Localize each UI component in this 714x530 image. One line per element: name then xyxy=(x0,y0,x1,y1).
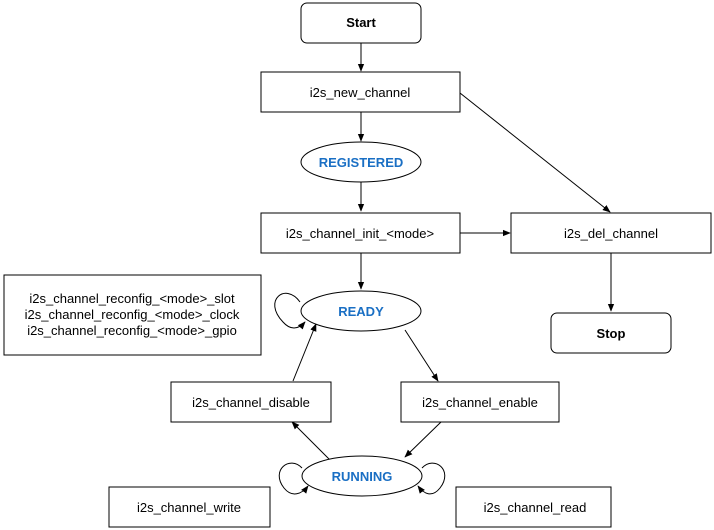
node-read: i2s_channel_read xyxy=(455,486,612,528)
node-new-channel: i2s_new_channel xyxy=(260,71,461,113)
edge-ready-self-loop xyxy=(274,292,306,330)
edge-disable-to-ready xyxy=(292,323,317,382)
node-registered: REGISTERED xyxy=(300,141,422,183)
running-label: RUNNING xyxy=(332,469,393,484)
stop-label: Stop xyxy=(597,326,626,341)
registered-label: REGISTERED xyxy=(319,155,404,170)
reconfig-clock-label: i2s_channel_reconfig_<mode>_clock xyxy=(25,307,240,322)
disable-label: i2s_channel_disable xyxy=(192,395,310,410)
node-init-mode: i2s_channel_init_<mode> xyxy=(260,212,461,254)
node-start: Start xyxy=(300,2,422,44)
node-ready: READY xyxy=(300,290,422,332)
edge-new-channel-to-del-channel xyxy=(459,92,611,213)
edge-running-to-disable xyxy=(291,421,331,461)
reconfig-gpio-label: i2s_channel_reconfig_<mode>_gpio xyxy=(27,323,237,338)
start-label: Start xyxy=(346,15,376,30)
edge-running-self-loop-right xyxy=(417,462,446,495)
edges xyxy=(274,43,615,495)
reconfig-slot-label: i2s_channel_reconfig_<mode>_slot xyxy=(29,291,235,306)
node-disable: i2s_channel_disable xyxy=(170,381,332,423)
node-write: i2s_channel_write xyxy=(108,486,271,528)
init-mode-label: i2s_channel_init_<mode> xyxy=(286,226,434,241)
node-stop: Stop xyxy=(550,312,672,354)
edge-running-self-loop-left xyxy=(278,462,309,495)
ready-label: READY xyxy=(338,304,384,319)
node-reconfig: i2s_channel_reconfig_<mode>_slot i2s_cha… xyxy=(3,274,262,356)
node-del-channel: i2s_del_channel xyxy=(510,212,712,254)
enable-label: i2s_channel_enable xyxy=(422,395,538,410)
write-label: i2s_channel_write xyxy=(137,500,241,515)
node-enable: i2s_channel_enable xyxy=(400,381,560,423)
del-channel-label: i2s_del_channel xyxy=(564,226,658,241)
read-label: i2s_channel_read xyxy=(484,500,587,515)
node-running: RUNNING xyxy=(301,455,423,497)
new-channel-label: i2s_new_channel xyxy=(310,85,411,100)
edge-ready-to-enable xyxy=(404,329,439,382)
edge-enable-to-running xyxy=(404,421,442,458)
